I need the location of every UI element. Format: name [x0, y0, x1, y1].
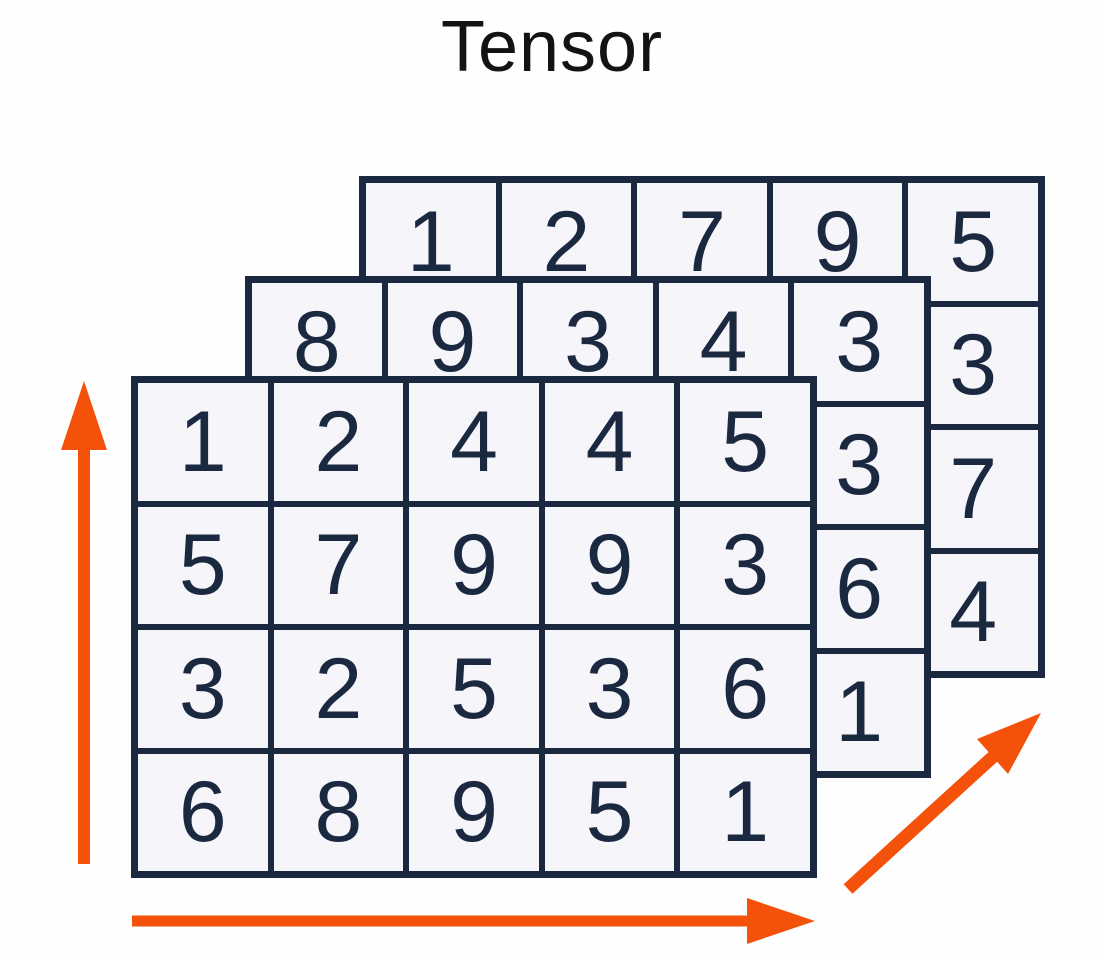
tensor-cell: 6 [138, 753, 268, 871]
tensor-cell: 5 [908, 183, 1038, 301]
tensor-cell: 5 [544, 753, 675, 871]
horizontal-axis-arrow [132, 898, 815, 944]
tensor-cell: 2 [273, 383, 404, 501]
tensor-cell: 5 [680, 383, 810, 501]
diagram-title: Tensor [440, 7, 664, 87]
tensor-cell: 1 [680, 753, 810, 871]
tensor-cell: 3 [680, 506, 810, 624]
tensor-cell: 1 [138, 383, 268, 501]
tensor-cell: 4 [409, 383, 539, 501]
tensor-cell: 3 [544, 630, 675, 748]
tensor-cell: 7 [273, 506, 404, 624]
tensor-cell: 5 [138, 506, 268, 624]
tensor-cell: 9 [409, 506, 539, 624]
tensor-cell: 3 [138, 630, 268, 748]
tensor-cell: 6 [680, 630, 810, 748]
tensor-cell: 2 [273, 630, 404, 748]
tensor-cell: 5 [409, 630, 539, 748]
tensor-cell: 9 [409, 753, 539, 871]
tensor-cell: 9 [544, 506, 675, 624]
tensor-cell: 4 [544, 383, 675, 501]
vertical-axis-arrow [61, 381, 107, 864]
tensor-cell: 8 [273, 753, 404, 871]
